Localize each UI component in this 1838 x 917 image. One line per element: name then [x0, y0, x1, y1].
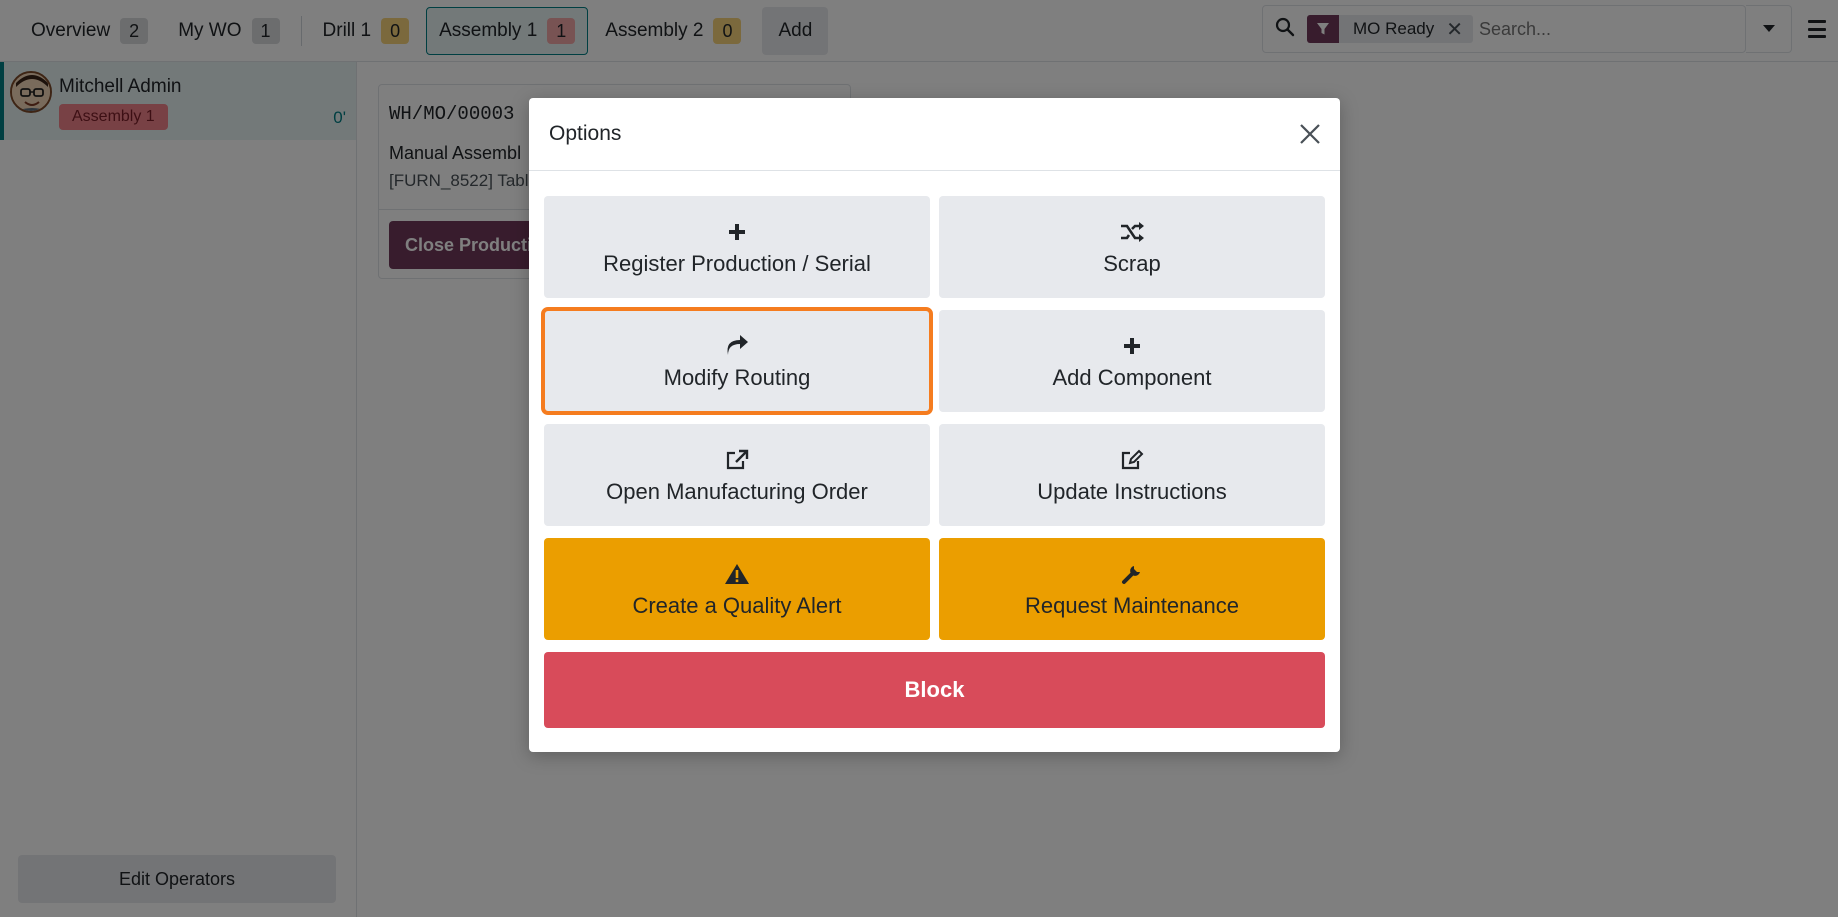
create-quality-alert-button[interactable]: Create a Quality Alert	[544, 538, 930, 640]
options-dialog: Options Register Production / Serial Scr…	[529, 98, 1340, 752]
plus-icon	[727, 217, 747, 247]
option-label: Request Maintenance	[1024, 593, 1240, 618]
edit-icon	[1120, 445, 1144, 475]
register-production-button[interactable]: Register Production / Serial	[544, 196, 930, 298]
scrap-button[interactable]: Scrap	[939, 196, 1325, 298]
dialog-title: Options	[549, 122, 622, 145]
modify-routing-button[interactable]: Modify Routing	[541, 307, 933, 415]
share-icon	[725, 331, 749, 361]
external-link-icon	[725, 445, 749, 475]
option-label: Open Manufacturing Order	[606, 479, 868, 504]
open-manufacturing-order-button[interactable]: Open Manufacturing Order	[544, 424, 930, 526]
close-icon[interactable]	[1298, 122, 1322, 146]
add-component-button[interactable]: Add Component	[939, 310, 1325, 412]
update-instructions-button[interactable]: Update Instructions	[939, 424, 1325, 526]
option-label: Scrap	[1103, 251, 1161, 276]
wrench-icon	[1121, 559, 1143, 589]
option-label: Create a Quality Alert	[632, 593, 842, 618]
request-maintenance-button[interactable]: Request Maintenance	[939, 538, 1325, 640]
dialog-header: Options	[529, 98, 1340, 171]
option-label: Add Component	[1052, 365, 1212, 390]
random-icon	[1119, 217, 1145, 247]
warning-icon	[724, 559, 750, 589]
plus-icon	[1122, 331, 1142, 361]
option-label: Modify Routing	[663, 365, 811, 390]
option-label: Register Production / Serial	[603, 251, 871, 276]
option-label: Block	[904, 677, 965, 702]
option-label: Update Instructions	[1037, 479, 1227, 504]
block-button[interactable]: Block	[544, 652, 1325, 728]
